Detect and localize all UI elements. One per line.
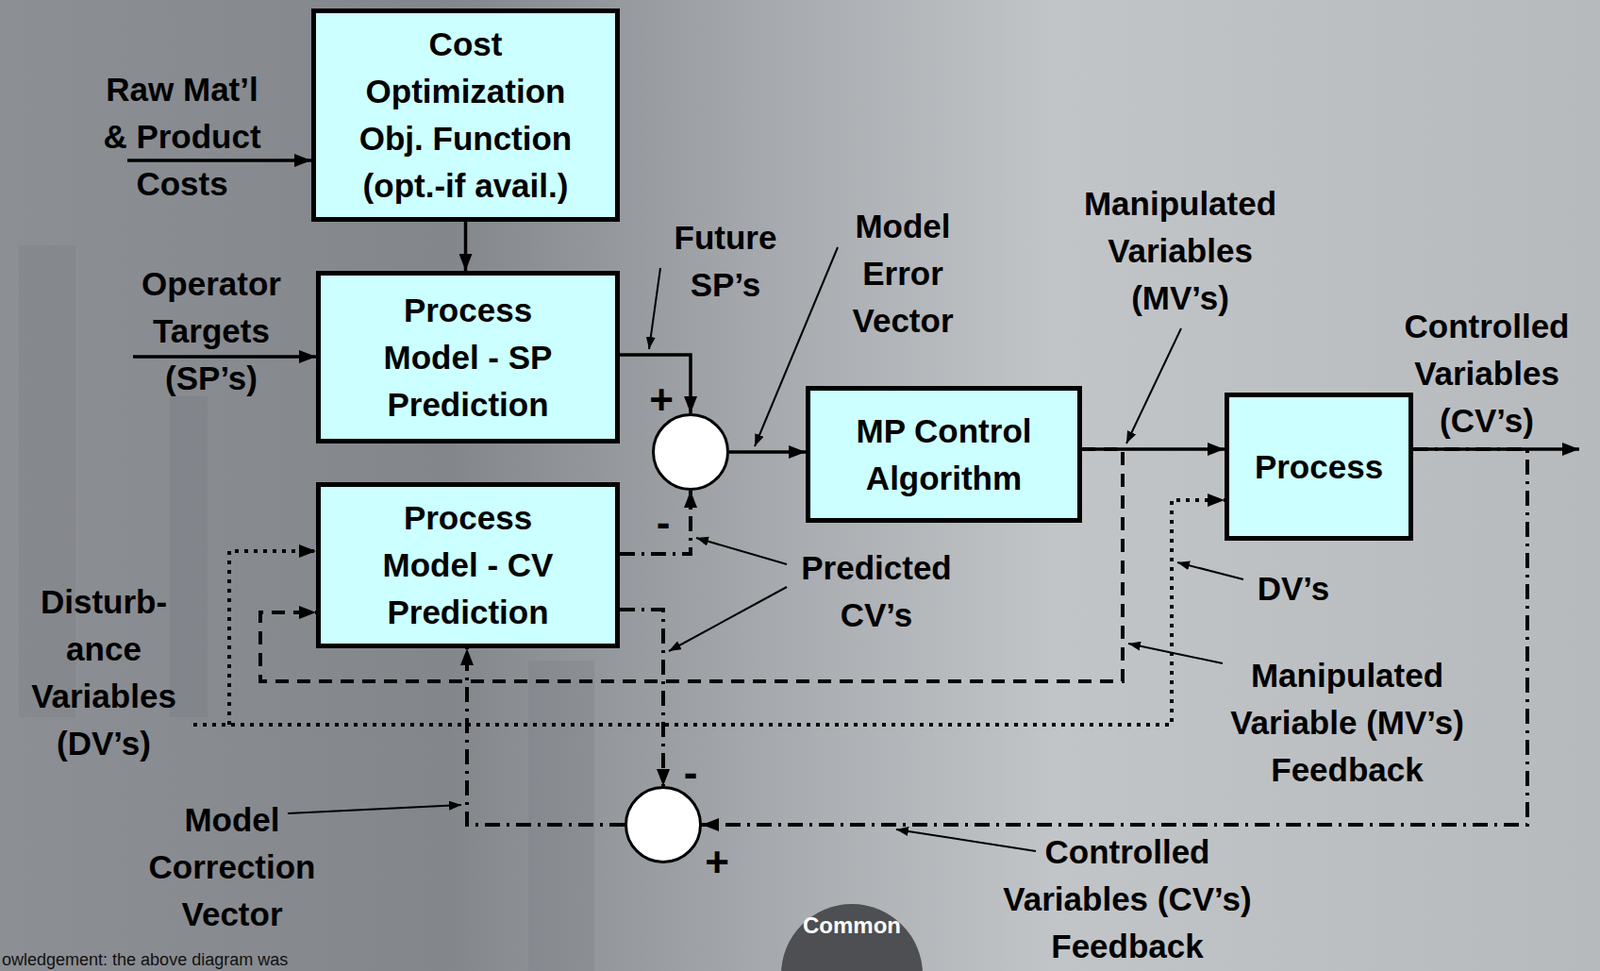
input-label: Operator Targets (SP’s) (135, 260, 287, 402)
signal-connector (1082, 447, 1225, 451)
box-text: Process (1238, 443, 1400, 491)
signal-label: Controlled Variables (CV’s) Feedback (990, 828, 1265, 970)
leader-line (1128, 643, 1223, 664)
box-text: Process Model - CV Prediction (364, 494, 572, 636)
model-box: Process Model - CV Prediction (316, 482, 620, 649)
junction-outline (624, 785, 702, 864)
controller-box: MP Control Algorithm (805, 385, 1083, 523)
leader-line (668, 586, 787, 651)
sign-text: - (676, 753, 705, 792)
logo-text: Common (800, 911, 904, 940)
input-arrow (127, 158, 312, 163)
sign-text: + (647, 381, 676, 419)
signal-label: Future SP’s (664, 214, 787, 309)
signal-label: DV’s (1246, 565, 1341, 613)
background-building (528, 660, 595, 971)
box-text: Process Model - SP Prediction (364, 286, 572, 429)
sign-text: + (702, 843, 732, 882)
optimizer-box: Cost Optimization Obj. Function (opt.-if… (311, 8, 620, 222)
signal-connector (729, 450, 806, 454)
signal-label: Model Error Vector (841, 202, 965, 345)
sign-text: - (649, 503, 678, 542)
box-text: Cost Optimization Obj. Function (opt.-if… (343, 20, 589, 210)
signal-connector (619, 609, 664, 786)
junction-outline (651, 413, 730, 491)
input-label: Raw Mat’l & Product Costs (96, 66, 268, 208)
disturbance-line (229, 550, 317, 725)
leader-line (1126, 328, 1182, 444)
output-arrow (1413, 447, 1580, 451)
summing-junction: +- (651, 413, 730, 491)
signal-connector (619, 490, 691, 554)
leader-line (696, 537, 787, 565)
signal-label: Predicted CV’s (791, 544, 962, 639)
process-box: Process (1224, 392, 1414, 541)
leader-line (649, 267, 661, 350)
summing-junction: -+ (624, 785, 702, 864)
signal-connector (464, 221, 468, 271)
signal-label: Manipulated Variable (MV’s) Feedback (1224, 651, 1470, 794)
leader-line (896, 829, 1036, 851)
input-arrow (133, 354, 317, 359)
signal-label: Manipulated Variables (MV’s) (1071, 180, 1289, 322)
leader-line (287, 804, 462, 814)
footnote-text: owledgement: the above diagram was (1, 949, 288, 970)
signal-connector (466, 648, 625, 825)
input-label: Disturb- ance Variables (DV’s) (23, 578, 184, 767)
junction-circle (626, 787, 701, 863)
output-label: Controlled Variables (CV’s) (1392, 302, 1582, 445)
model-box: Process Model - SP Prediction (316, 270, 620, 444)
junction-circle (653, 415, 729, 490)
box-text: MP Control Algorithm (840, 407, 1049, 502)
signal-label: Model Correction Vector (137, 796, 327, 938)
background-building (169, 396, 208, 717)
leader-line (1177, 562, 1244, 580)
